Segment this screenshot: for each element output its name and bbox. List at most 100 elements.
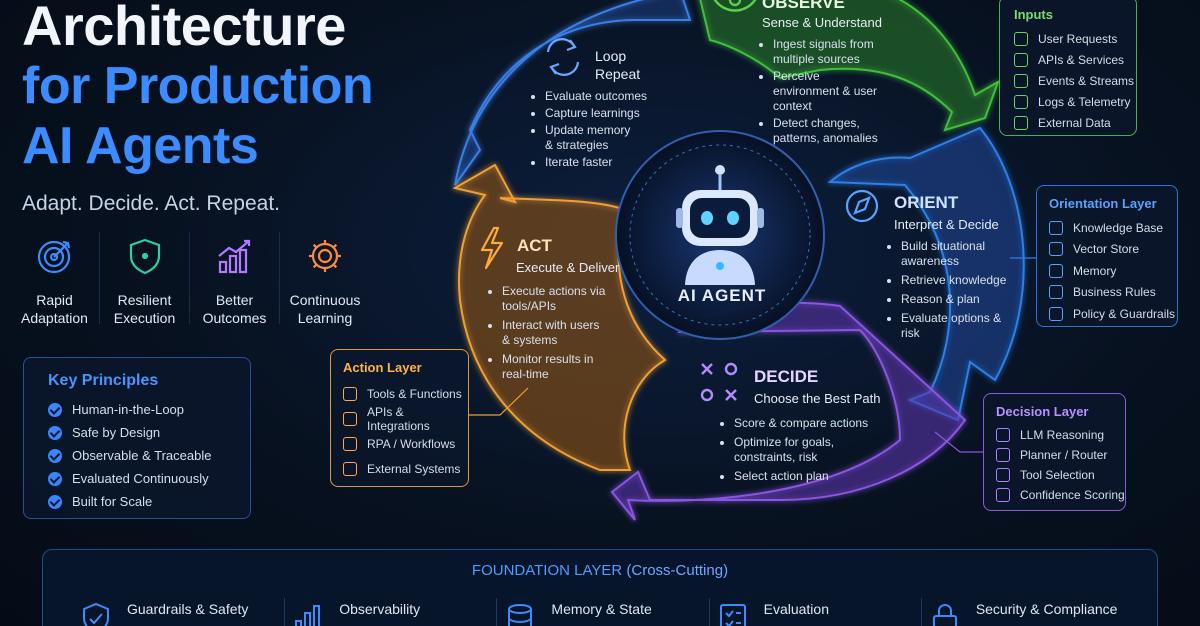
- robot-icon: [676, 165, 764, 285]
- input-item: User Requests: [1014, 28, 1136, 49]
- foundation-item: Memory & State: [497, 598, 710, 626]
- input-label: User Requests: [1038, 31, 1118, 46]
- database-icon: [508, 604, 533, 626]
- decision-item: Tool Selection: [996, 465, 1125, 485]
- act-bullets: Execute actions via tools/APIs Interact …: [488, 284, 606, 382]
- action-label: RPA / Workflows: [367, 436, 456, 451]
- check-icon: [48, 494, 62, 509]
- orientation-layer-panel: Orientation Layer Knowledge Base Vector …: [1036, 185, 1178, 327]
- input-label: External Data: [1038, 115, 1111, 130]
- compass-icon: [845, 189, 879, 223]
- decision-title: Decision Layer: [996, 404, 1089, 419]
- orientation-title: Orientation Layer: [1049, 196, 1157, 211]
- input-label: APIs & Services: [1038, 52, 1125, 67]
- orientation-label: Vector Store: [1073, 242, 1140, 257]
- decision-layer-panel: Decision Layer LLM Reasoning Planner / R…: [983, 393, 1126, 511]
- orient-bullet: Build situational awareness: [887, 239, 1012, 269]
- check-icon: [48, 425, 62, 440]
- hero-title: Architecture for Production AI Agents: [22, 0, 442, 176]
- orient-bullet: Retrieve knowledge: [887, 273, 1012, 288]
- eye-icon: [713, 0, 757, 12]
- decide-title: DECIDE: [754, 367, 819, 386]
- observe-segment: [699, 0, 1000, 132]
- foundation-label: Evaluation: [763, 601, 829, 617]
- decide-bullet: Score & compare actions: [720, 416, 870, 431]
- act-bullet: Execute actions via tools/APIs: [488, 284, 606, 314]
- gear-icon: [308, 240, 341, 272]
- orientation-item: Vector Store: [1049, 239, 1177, 261]
- act-bullet: Interact with users & systems: [488, 318, 606, 348]
- pillar-better-outcomes: Better Outcomes: [190, 232, 280, 326]
- observability-icon: [295, 605, 321, 626]
- inputs-panel: Inputs User Requests APIs & Services Eve…: [999, 0, 1137, 136]
- reasoning-icon: [996, 428, 1010, 442]
- server-icon: [343, 461, 357, 476]
- confidence-icon: [996, 488, 1010, 502]
- pillar-label: Resilient Execution: [113, 292, 176, 326]
- decide-subtitle: Choose the Best Path: [754, 391, 881, 406]
- input-label: Logs & Telemetry: [1038, 94, 1131, 109]
- foundation-item: Guardrails & Safety: [73, 598, 286, 626]
- database-icon: [1014, 115, 1028, 130]
- decide-bullet: Optimize for goals, constraints, risk: [720, 435, 870, 465]
- decision-label: Confidence Scoring: [1020, 488, 1125, 502]
- observe-bullet: Ingest signals from multiple sources: [759, 37, 889, 67]
- pillar-resilient-execution: Resilient Execution: [100, 232, 190, 326]
- orient-bullets: Build situational awareness Retrieve kno…: [887, 239, 1012, 341]
- action-item: External Systems: [343, 456, 468, 481]
- action-label: External Systems: [367, 461, 461, 476]
- principle-label: Human-in-the-Loop: [72, 402, 185, 417]
- observe-bullets: Ingest signals from multiple sources Per…: [759, 37, 889, 146]
- lightning-icon: [480, 226, 504, 270]
- rules-icon: [1049, 285, 1063, 300]
- principle-item: Human-in-the-Loop: [48, 398, 250, 421]
- loop-bullet: Capture learnings: [531, 106, 661, 121]
- foundation-layer: FOUNDATION LAYER (Cross-Cutting) Guardra…: [42, 549, 1158, 626]
- pillars: Rapid Adaptation Resilient Execution Bet…: [10, 232, 370, 326]
- integration-icon: [343, 411, 357, 426]
- vector-icon: [1049, 242, 1063, 257]
- orientation-item: Knowledge Base: [1049, 217, 1177, 239]
- title-line-2: for Production: [22, 57, 374, 115]
- foundation-item: Security & Compliance: [922, 598, 1133, 626]
- check-icon: [48, 448, 62, 463]
- action-connector: [469, 387, 529, 416]
- orient-subtitle: Interpret & Decide: [894, 217, 999, 232]
- telemetry-icon: [1014, 94, 1028, 109]
- decision-connector: [934, 431, 983, 453]
- loop-bullet: Iterate faster: [531, 155, 661, 170]
- action-layer-panel: Action Layer Tools & Functions APIs & In…: [330, 349, 469, 487]
- lock-icon: [932, 603, 957, 626]
- decision-item: LLM Reasoning: [996, 425, 1125, 445]
- foundation-title: FOUNDATION LAYER (Cross-Cutting): [43, 562, 1157, 579]
- orient-bullet: Evaluate options & risk: [887, 311, 1012, 341]
- user-icon: [1014, 31, 1028, 46]
- action-item: Tools & Functions: [343, 381, 468, 406]
- pillar-rapid-adaptation: Rapid Adaptation: [10, 232, 100, 326]
- input-item: External Data: [1014, 112, 1136, 133]
- action-label: Tools & Functions: [367, 386, 462, 401]
- input-item: Events & Streams: [1014, 70, 1136, 91]
- foundation-label: Security & Compliance: [975, 601, 1118, 617]
- foundation-items: Guardrails & Safety Observability Memory…: [73, 598, 1133, 626]
- orientation-item: Policy & Guardrails: [1049, 303, 1177, 325]
- loop-title: Loop Repeat: [595, 47, 655, 83]
- principles-title: Key Principles: [48, 372, 159, 389]
- loop-bullet: Update memory & strategies: [531, 123, 639, 153]
- tools-icon: [343, 386, 357, 401]
- input-item: Logs & Telemetry: [1014, 91, 1136, 112]
- pillar-label: Better Outcomes: [202, 292, 267, 326]
- observe-subtitle: Sense & Understand: [762, 15, 882, 30]
- action-title: Action Layer: [343, 360, 422, 375]
- act-subtitle: Execute & Deliver: [516, 260, 620, 275]
- principle-item: Safe by Design: [48, 421, 250, 444]
- inputs-title: Inputs: [1014, 7, 1053, 22]
- principle-label: Observable & Traceable: [72, 448, 212, 463]
- foundation-subtitle: (Cross-Cutting): [626, 562, 729, 579]
- observe-bullet: Perceive environment & user context: [759, 69, 889, 114]
- decision-label: Planner / Router: [1020, 448, 1108, 462]
- principle-item: Built for Scale: [48, 490, 250, 513]
- checklist-icon: [719, 604, 746, 626]
